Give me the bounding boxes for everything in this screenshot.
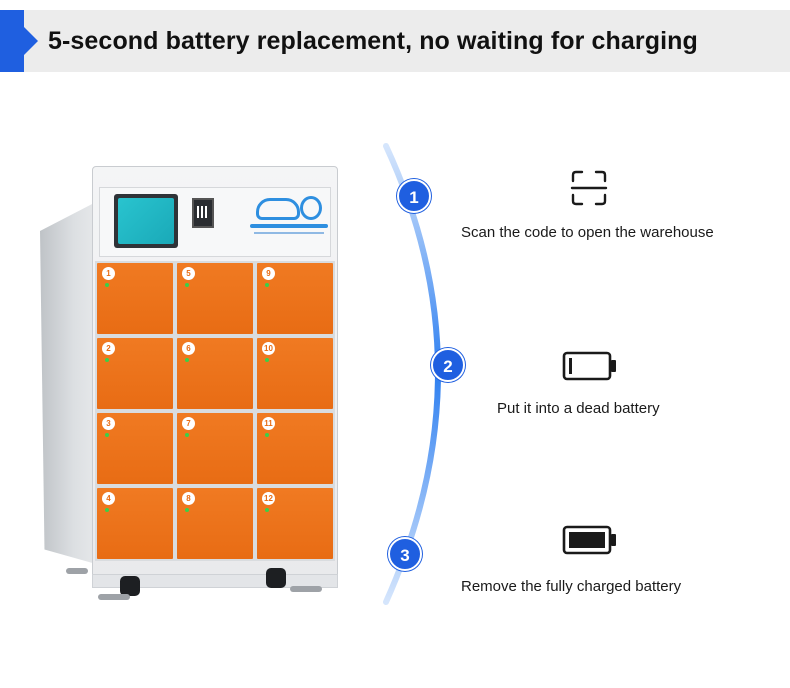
locker-door-number: 8 xyxy=(182,492,195,505)
status-led-icon xyxy=(105,358,109,362)
battery-full-icon xyxy=(562,525,616,555)
step-2-number: 2 xyxy=(431,348,465,382)
step-1-number: 1 xyxy=(397,179,431,213)
locker-door: 1 xyxy=(97,263,173,334)
caster-wheel-icon xyxy=(266,568,286,588)
status-led-icon xyxy=(185,358,189,362)
locker-door-number: 12 xyxy=(262,492,275,505)
locker-door: 9 xyxy=(257,263,333,334)
battery-empty-icon xyxy=(562,351,616,381)
step-2-label: Put it into a dead battery xyxy=(497,400,660,417)
locker-door-number: 3 xyxy=(102,417,115,430)
locker-door: 12 xyxy=(257,488,333,559)
touch-screen-icon xyxy=(114,194,178,248)
banner-arrow-icon xyxy=(24,27,38,55)
step-3-label: Remove the fully charged battery xyxy=(461,578,682,595)
step-1-label: Scan the code to open the warehouse xyxy=(461,224,714,241)
locker-door-number: 2 xyxy=(102,342,115,355)
locker-door: 7 xyxy=(177,413,253,484)
scan-frame-icon xyxy=(570,170,608,206)
locker-door: 11 xyxy=(257,413,333,484)
locker-door: 6 xyxy=(177,338,253,409)
caster-wheel-icon xyxy=(120,576,140,596)
locker-door-number: 7 xyxy=(182,417,195,430)
locker-door: 2 xyxy=(97,338,173,409)
battery-swap-cabinet: 1 5 9 2 6 10 3 7 11 4 8 12 xyxy=(40,166,340,606)
header-banner: 5-second battery replacement, no waiting… xyxy=(0,10,790,72)
step-3-number: 3 xyxy=(388,537,422,571)
status-led-icon xyxy=(185,283,189,287)
leveling-foot-icon xyxy=(290,586,322,592)
locker-door-number: 11 xyxy=(262,417,275,430)
status-led-icon xyxy=(265,508,269,512)
banner-title: 5-second battery replacement, no waiting… xyxy=(48,27,698,55)
locker-door: 10 xyxy=(257,338,333,409)
status-led-icon xyxy=(105,283,109,287)
leveling-foot-icon xyxy=(66,568,88,574)
status-led-icon xyxy=(265,283,269,287)
locker-door-number: 6 xyxy=(182,342,195,355)
qr-code-icon xyxy=(192,198,214,228)
cabinet-front: 1 5 9 2 6 10 3 7 11 4 8 12 xyxy=(92,166,338,580)
locker-door-number: 1 xyxy=(102,267,115,280)
status-led-icon xyxy=(185,433,189,437)
cabinet-control-panel xyxy=(99,187,331,257)
locker-door-number: 10 xyxy=(262,342,275,355)
status-led-icon xyxy=(105,508,109,512)
locker-door-grid: 1 5 9 2 6 10 3 7 11 4 8 12 xyxy=(95,261,335,561)
locker-door: 4 xyxy=(97,488,173,559)
leveling-foot-icon xyxy=(98,594,130,600)
locker-door-number: 9 xyxy=(262,267,275,280)
status-led-icon xyxy=(185,508,189,512)
locker-door-number: 5 xyxy=(182,267,195,280)
locker-door: 3 xyxy=(97,413,173,484)
locker-door: 5 xyxy=(177,263,253,334)
status-led-icon xyxy=(105,433,109,437)
banner-accent-bar xyxy=(0,10,24,72)
locker-door: 8 xyxy=(177,488,253,559)
status-led-icon xyxy=(265,433,269,437)
cabinet-side-panel xyxy=(40,202,96,564)
status-led-icon xyxy=(265,358,269,362)
brand-logo xyxy=(250,196,328,244)
locker-door-number: 4 xyxy=(102,492,115,505)
